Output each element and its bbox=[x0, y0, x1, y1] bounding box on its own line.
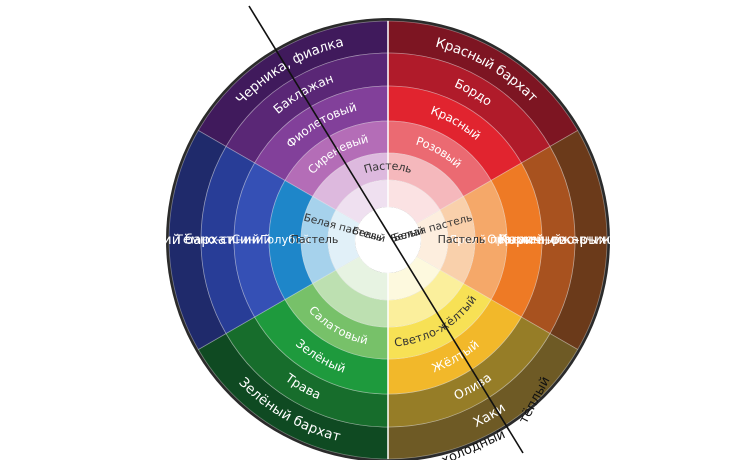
label-pastel-left: Пастель bbox=[291, 233, 339, 246]
label-blue-ring-2: Тёмно-синий bbox=[174, 232, 260, 247]
label-pastel-right: Пастель bbox=[438, 233, 486, 246]
segment-blue-ring-6 bbox=[327, 209, 360, 271]
label-brown-ring-1: Коричнево-рыжий кирпич bbox=[498, 232, 684, 248]
label-brown-ring-3: Оранжевый bbox=[487, 233, 562, 247]
label-blue-ring-1: Синий бархат bbox=[136, 232, 234, 248]
label-blue-ring-3: Синий bbox=[232, 233, 272, 247]
wheel-center bbox=[355, 207, 421, 273]
label-brown-ring-4: Яркий персик bbox=[449, 233, 533, 247]
label-pastel-top: Пастель bbox=[363, 159, 414, 176]
label-brown-ring-2: Рыжий, ржавчина bbox=[499, 232, 617, 247]
cold-warm-divider-line bbox=[248, 5, 524, 454]
segment-brown-ring-6 bbox=[416, 209, 449, 271]
label-blue-ring-4: Голубой bbox=[260, 233, 310, 247]
